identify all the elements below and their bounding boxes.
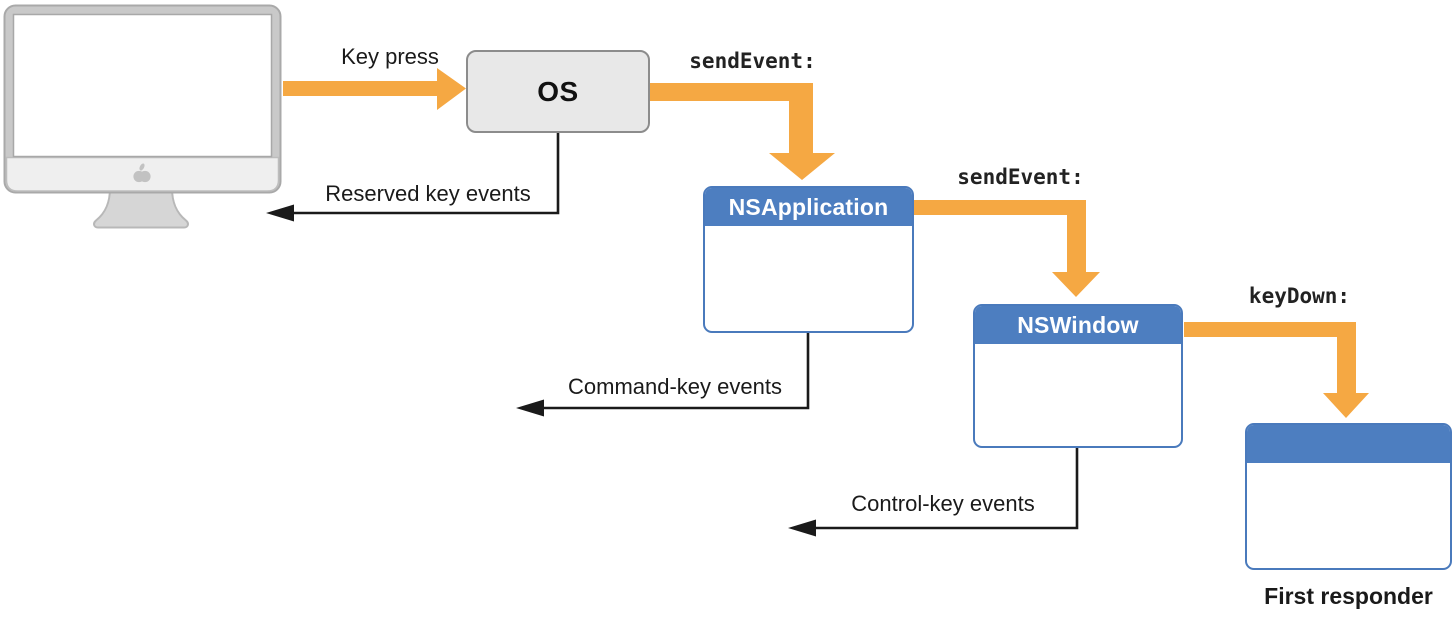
send-event-window-arrow [913,200,1100,297]
control-key-events-line [814,448,1079,530]
send-event-window-label: sendEvent: [957,165,1084,189]
key-press-label: Key press [341,44,439,69]
command-key-events-line [542,333,810,410]
key-down-arrow [1184,322,1369,418]
nsapplication-node-header: NSApplication [705,188,912,226]
nswindow-node: NSWindow [973,304,1183,448]
command-key-events-arrowhead [516,399,544,417]
nswindow-node-header: NSWindow [975,306,1181,344]
first-responder-node-header [1247,425,1450,463]
send-event-app-label: sendEvent: [689,49,816,73]
reserved-key-events-label: Reserved key events [325,181,531,206]
reserved-key-events-arrowhead [266,204,294,222]
monitor-stand-icon [93,187,189,229]
nsapplication-node: NSApplication [703,186,914,333]
command-key-events-label: Command-key events [568,374,782,399]
os-node-label: OS [537,75,579,107]
first-responder-caption: First responder [1264,583,1433,609]
send-event-app-arrow [650,83,835,180]
first-responder-node [1245,423,1452,570]
monitor-screen [12,13,273,158]
key-press-arrow [283,68,466,110]
reserved-key-events-line [292,133,560,215]
os-node: OS [466,50,650,133]
key-down-label: keyDown: [1248,284,1351,308]
apple-logo-icon [133,163,151,183]
control-key-events-arrowhead [788,519,816,537]
imac-monitor-icon [3,4,282,229]
control-key-events-label: Control-key events [851,491,1035,516]
